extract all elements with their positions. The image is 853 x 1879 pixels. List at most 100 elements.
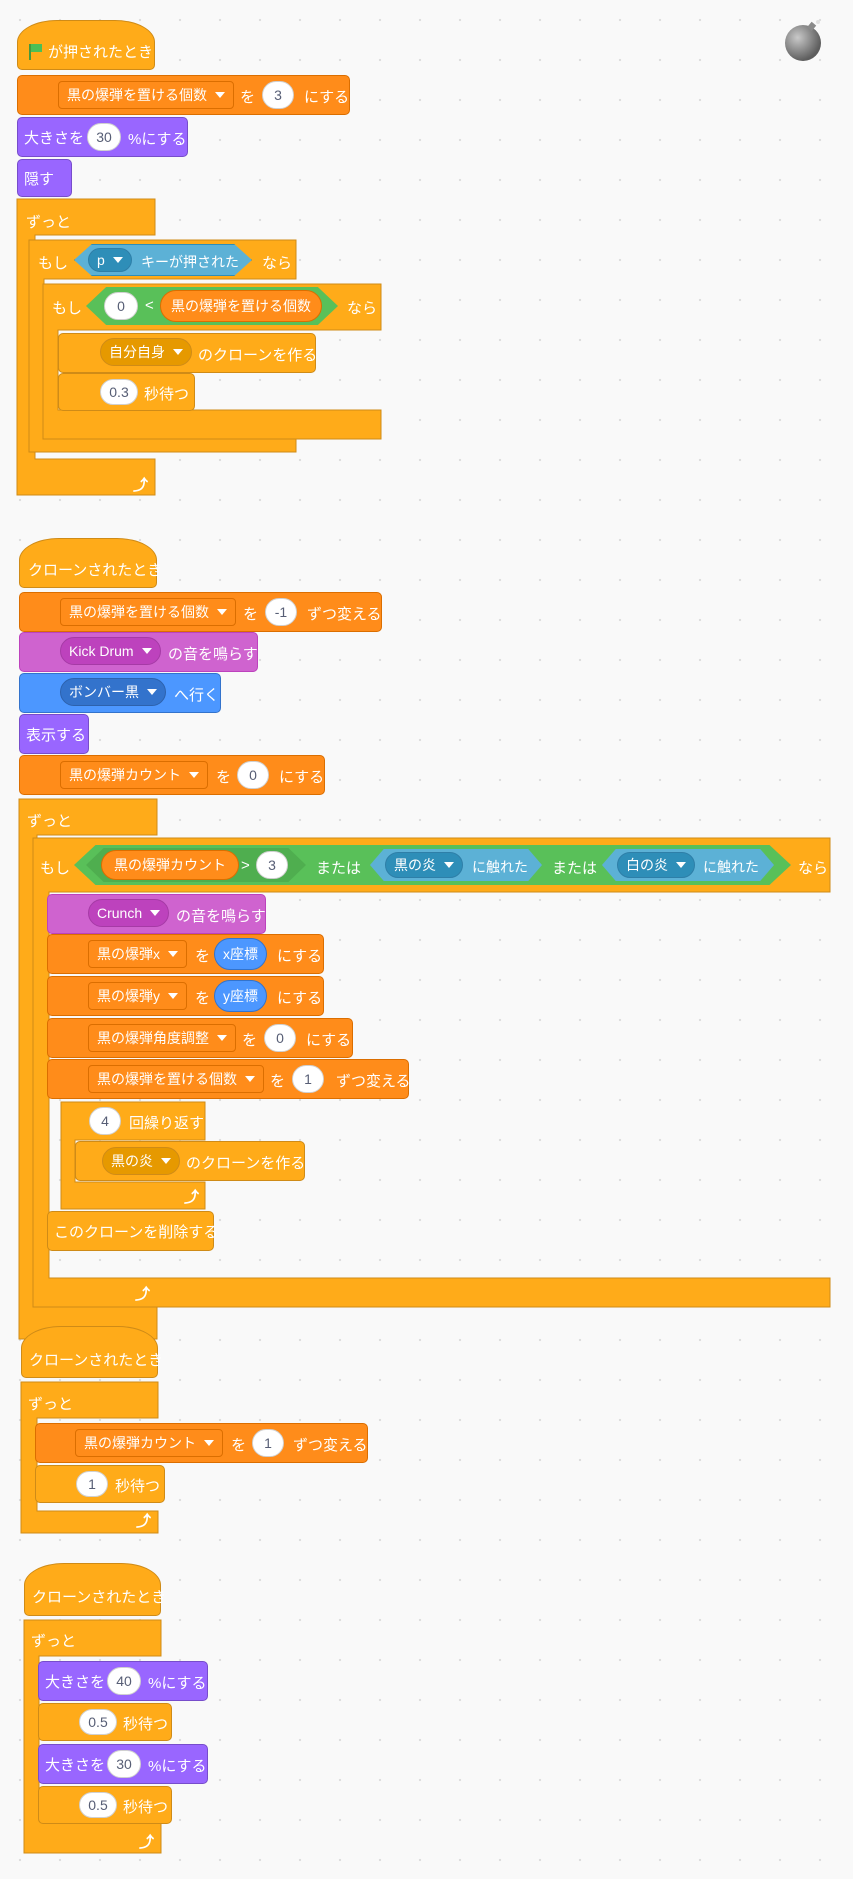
chevron-down-icon bbox=[444, 862, 454, 868]
suffix-label: ずつ変える bbox=[307, 606, 382, 623]
chevron-down-icon bbox=[141, 648, 152, 654]
delete-clone-block[interactable]: このクローンを削除する bbox=[47, 1211, 218, 1251]
then-label: なら bbox=[798, 860, 829, 877]
repeat-count-input[interactable]: 4 bbox=[89, 1107, 121, 1135]
suffix-label: にする bbox=[306, 1032, 352, 1049]
variable-reporter[interactable]: 黒の爆弾カウント bbox=[101, 850, 239, 880]
repeat-label: 回繰り返す bbox=[129, 1115, 205, 1132]
chevron-down-icon bbox=[245, 1076, 255, 1082]
value-input[interactable]: 3 bbox=[262, 81, 294, 109]
prefix-label: 大きさを bbox=[24, 129, 85, 147]
when-cloned-hat[interactable]: クローンされたとき bbox=[24, 1563, 166, 1616]
go-to-target-dropdown[interactable]: ボンバー黒 bbox=[60, 678, 166, 706]
size-input[interactable]: 30 bbox=[107, 1750, 141, 1778]
loop-arrow-icon: ⤴ bbox=[135, 1286, 151, 1303]
suffix-label: の音を鳴らす bbox=[168, 646, 258, 663]
touch-target-dropdown[interactable]: 白の炎 bbox=[617, 852, 695, 878]
wo-label: を bbox=[216, 769, 232, 786]
touch-target-dropdown[interactable]: 黒の炎 bbox=[385, 852, 463, 878]
wait-input[interactable]: 0.3 bbox=[100, 379, 138, 405]
compare-input[interactable]: 3 bbox=[256, 851, 288, 879]
suffix-label: にする bbox=[277, 990, 323, 1007]
clone-target-dropdown[interactable]: 自分自身 bbox=[100, 338, 192, 366]
green-flag-icon bbox=[28, 44, 42, 60]
key-dropdown[interactable]: p bbox=[88, 248, 132, 272]
sound-dropdown[interactable]: Crunch bbox=[88, 899, 170, 927]
if-label: もし bbox=[38, 255, 69, 272]
variable-dropdown[interactable]: 黒の爆弾カウント bbox=[60, 761, 208, 789]
wait-input[interactable]: 1 bbox=[76, 1471, 108, 1497]
loop-arrow-icon: ⤴ bbox=[139, 1834, 155, 1851]
variable-dropdown[interactable]: 黒の爆弾x bbox=[88, 940, 187, 968]
bomb-icon bbox=[785, 20, 821, 61]
chevron-down-icon bbox=[204, 1440, 214, 1446]
touching-label: に触れた bbox=[703, 859, 759, 875]
variable-dropdown[interactable]: 黒の爆弾y bbox=[88, 982, 187, 1010]
wo-label: を bbox=[243, 606, 259, 623]
suffix-label: へ行く bbox=[174, 687, 220, 704]
chevron-down-icon bbox=[161, 1158, 171, 1164]
size-input[interactable]: 40 bbox=[107, 1667, 141, 1695]
when-cloned-hat[interactable]: クローンされたとき bbox=[21, 1326, 163, 1378]
variable-dropdown[interactable]: 黒の爆弾角度調整 bbox=[88, 1024, 236, 1052]
touching-label: に触れた bbox=[472, 859, 528, 875]
when-flag-clicked-hat[interactable]: が押されたとき bbox=[17, 20, 155, 70]
size-input[interactable]: 30 bbox=[87, 123, 121, 151]
chevron-down-icon bbox=[217, 1035, 227, 1041]
wo-label: を bbox=[231, 1437, 247, 1454]
value-input[interactable]: 0 bbox=[264, 1024, 296, 1052]
loop-arrow-icon: ⤴ bbox=[136, 1513, 152, 1530]
variable-dropdown[interactable]: 黒の爆弾カウント bbox=[75, 1429, 223, 1457]
suffix-label: 秒待つ bbox=[123, 1799, 169, 1816]
suffix-label: 秒待つ bbox=[115, 1478, 161, 1495]
suffix-label: ずつ変える bbox=[293, 1437, 368, 1454]
prefix-label: 大きさを bbox=[45, 1756, 106, 1774]
hat-label: が押されたとき bbox=[48, 43, 154, 61]
key-pressed-label: キーが押された bbox=[141, 254, 239, 270]
suffix-label: 秒待つ bbox=[144, 386, 190, 403]
show-block[interactable]: 表示する bbox=[19, 714, 89, 754]
chevron-down-icon bbox=[173, 349, 183, 355]
when-cloned-hat[interactable]: クローンされたとき bbox=[19, 538, 162, 588]
forever-label: ずっと bbox=[26, 214, 72, 231]
wo-label: を bbox=[195, 990, 211, 1007]
then-label: なら bbox=[262, 255, 293, 272]
wait-input[interactable]: 0.5 bbox=[79, 1792, 117, 1818]
chevron-down-icon bbox=[168, 993, 178, 999]
suffix-label: のクローンを作る bbox=[186, 1155, 306, 1172]
suffix-label: 秒待つ bbox=[123, 1716, 169, 1733]
left-input[interactable]: 0 bbox=[104, 292, 138, 320]
loop-arrow-icon: ⤴ bbox=[184, 1189, 200, 1206]
suffix-label: にする bbox=[277, 948, 323, 965]
y-position-reporter[interactable]: y座標 bbox=[214, 980, 267, 1012]
variable-dropdown[interactable]: 黒の爆弾を置ける個数 bbox=[58, 81, 234, 109]
sprite-thumbnail[interactable] bbox=[783, 18, 823, 62]
wo-label: を bbox=[240, 89, 256, 106]
value-input[interactable]: 0 bbox=[237, 761, 269, 789]
variable-dropdown[interactable]: 黒の爆弾を置ける個数 bbox=[88, 1065, 264, 1093]
variable-reporter[interactable]: 黒の爆弾を置ける個数 bbox=[160, 290, 322, 322]
suffix-label: %にする bbox=[128, 131, 187, 148]
greater-than-label: > bbox=[241, 857, 250, 874]
chevron-down-icon bbox=[217, 609, 227, 615]
variable-dropdown[interactable]: 黒の爆弾を置ける個数 bbox=[60, 598, 236, 626]
or-label: または bbox=[552, 860, 598, 877]
suffix-label: にする bbox=[279, 769, 325, 786]
then-label: なら bbox=[347, 300, 378, 317]
suffix-label: ずつ変える bbox=[336, 1073, 411, 1090]
wait-input[interactable]: 0.5 bbox=[79, 1709, 117, 1735]
value-input[interactable]: 1 bbox=[292, 1065, 324, 1093]
suffix-label: %にする bbox=[148, 1758, 207, 1775]
hide-block[interactable]: 隠す bbox=[17, 159, 72, 197]
hat-label: クローンされたとき bbox=[28, 561, 163, 579]
if-label: もし bbox=[40, 860, 71, 877]
wo-label: を bbox=[270, 1073, 286, 1090]
sound-dropdown[interactable]: Kick Drum bbox=[60, 637, 161, 665]
x-position-reporter[interactable]: x座標 bbox=[214, 938, 267, 970]
forever-label: ずっと bbox=[31, 1633, 77, 1650]
value-input[interactable]: 1 bbox=[252, 1429, 284, 1457]
forever-label: ずっと bbox=[28, 1396, 74, 1413]
chevron-down-icon bbox=[676, 862, 686, 868]
value-input[interactable]: -1 bbox=[265, 598, 297, 626]
clone-target-dropdown[interactable]: 黒の炎 bbox=[102, 1147, 180, 1175]
